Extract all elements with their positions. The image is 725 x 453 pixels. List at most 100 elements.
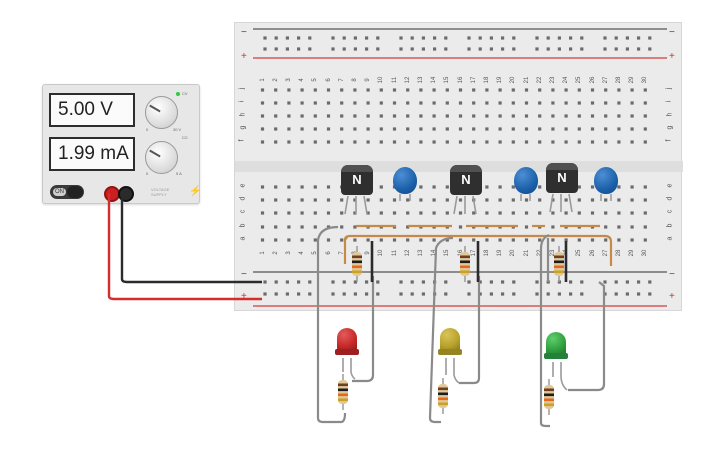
breadboard-hole <box>617 127 621 131</box>
breadboard-hole <box>331 47 335 51</box>
breadboard-hole <box>511 225 515 229</box>
breadboard-hole <box>472 101 476 105</box>
breadboard-hole <box>630 185 634 189</box>
breadboard-hole <box>274 36 278 40</box>
breadboard-hole <box>512 292 516 296</box>
breadboard-hole <box>274 280 278 284</box>
breadboard-hole <box>287 114 291 118</box>
breadboard-hole <box>419 185 423 189</box>
column-number-top: 23 <box>549 76 556 84</box>
breadboard-hole <box>326 101 331 105</box>
breadboard-hole <box>326 114 331 118</box>
breadboard-hole <box>406 238 410 242</box>
row-letter-upper: g <box>666 125 674 130</box>
breadboard-hole <box>421 280 425 284</box>
breadboard-hole <box>485 185 489 189</box>
breadboard-hole <box>274 47 278 51</box>
breadboard-hole <box>472 211 476 215</box>
column-number-bottom: 28 <box>615 249 622 257</box>
breadboard-hole <box>614 47 618 51</box>
breadboard-hole <box>326 225 331 229</box>
led-green[interactable] <box>544 332 568 362</box>
breadboard-hole <box>546 47 550 51</box>
column-number-bottom: 20 <box>510 249 517 257</box>
breadboard-hole <box>392 211 397 215</box>
breadboard-hole <box>366 140 370 144</box>
breadboard-hole <box>617 114 621 118</box>
row-letter-upper: i <box>665 100 673 103</box>
ceramic-capacitor-3[interactable] <box>594 167 618 194</box>
column-number-top: 24 <box>563 76 570 84</box>
npn-transistor-2[interactable]: N <box>450 165 482 197</box>
ceramic-capacitor-2[interactable] <box>514 167 538 194</box>
breadboard-hole <box>260 88 265 92</box>
breadboard-hole <box>603 280 607 284</box>
current-knob[interactable] <box>145 141 178 174</box>
ceramic-capacitor-1[interactable] <box>393 167 417 194</box>
row-letter-upper: g <box>239 125 247 130</box>
breadboard-hole <box>577 88 581 92</box>
breadboard-hole <box>260 185 265 189</box>
cc-indicator-label: CC <box>182 135 188 140</box>
breadboard-hole <box>614 292 618 296</box>
breadboard-hole <box>260 238 265 242</box>
column-number-bottom: 4 <box>299 251 306 255</box>
column-number-bottom: 17 <box>470 249 477 257</box>
breadboard-hole <box>551 140 555 144</box>
breadboard-hole <box>340 101 344 105</box>
breadboard-hole <box>392 101 397 105</box>
breadboard-hole <box>538 127 542 131</box>
bottom-rail-minus-right: − <box>669 269 675 280</box>
breadboard-hole <box>630 225 634 229</box>
breadboard-hole <box>485 101 489 105</box>
breadboard-hole <box>342 36 346 40</box>
breadboard-hole <box>274 101 278 105</box>
breadboard-hole <box>498 88 502 92</box>
breadboard-hole <box>538 101 542 105</box>
breadboard-hole <box>445 88 449 92</box>
breadboard-hole <box>648 36 652 40</box>
column-number-top: 30 <box>642 76 649 84</box>
led-yellow[interactable] <box>438 328 462 358</box>
negative-terminal[interactable] <box>118 186 134 202</box>
breadboard-hole <box>458 101 463 105</box>
column-number-top: 1 <box>259 78 266 82</box>
breadboard-hole <box>643 140 647 144</box>
breadboard-hole <box>580 47 584 51</box>
breadboard-hole <box>353 127 357 131</box>
breadboard-hole <box>551 198 555 202</box>
breadboard-hole <box>287 101 291 105</box>
breadboard-hole <box>287 238 291 242</box>
npn-transistor-3[interactable]: N <box>546 163 578 195</box>
row-letter-lower: c <box>666 209 674 214</box>
breadboard-hole <box>392 140 397 144</box>
breadboard-hole <box>538 88 542 92</box>
breadboard-hole <box>590 127 595 131</box>
breadboard-hole <box>287 140 291 144</box>
breadboard-hole <box>421 47 425 51</box>
breadboard-hole <box>512 36 516 40</box>
power-switch-thumb <box>67 186 83 198</box>
breadboard-hole <box>603 292 607 296</box>
power-switch[interactable]: ON <box>50 185 84 199</box>
power-supply[interactable]: 5.00 V 1.99 mA CV 0 30 V CC 0 5 A ON VOL… <box>42 84 201 204</box>
column-number-top: 26 <box>589 76 596 84</box>
breadboard-hole <box>287 211 291 215</box>
column-number-top: 27 <box>602 76 609 84</box>
breadboard-hole <box>458 127 463 131</box>
breadboard-hole <box>313 127 317 131</box>
voltage-knob[interactable] <box>145 96 178 129</box>
row-letter-lower: d <box>666 196 674 201</box>
column-number-top: 15 <box>444 76 451 84</box>
breadboard-hole <box>501 47 505 51</box>
breadboard-hole <box>353 238 357 242</box>
breadboard-hole <box>260 211 265 215</box>
column-number-bottom: 30 <box>642 249 649 257</box>
led-red[interactable] <box>335 328 359 358</box>
breadboard-hole <box>432 238 436 242</box>
row-letter-lower: d <box>239 196 247 201</box>
npn-transistor-1[interactable]: N <box>341 165 373 197</box>
breadboard-hole <box>340 114 344 118</box>
column-number-top: 28 <box>615 76 622 84</box>
